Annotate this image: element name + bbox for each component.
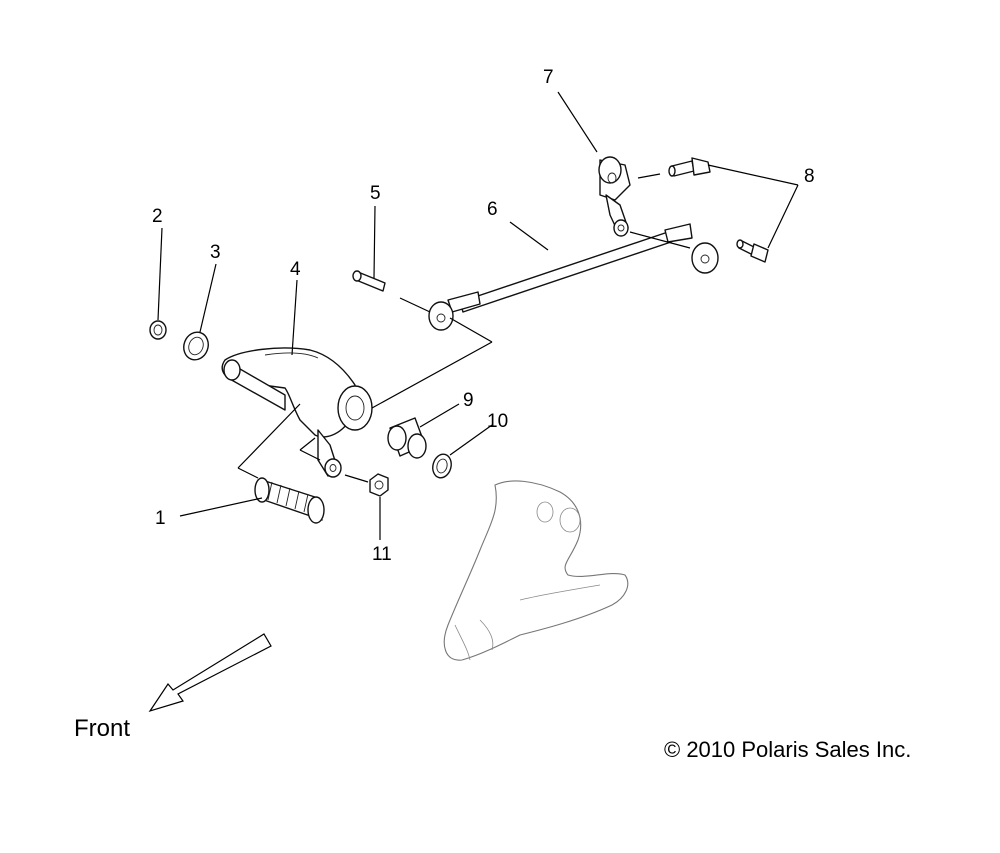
frame-bracket-reference [443, 480, 629, 661]
shift-arm-part [598, 156, 631, 237]
callout-1: 1 [155, 508, 166, 529]
copyright-text: © 2010 Polaris Sales Inc. [664, 737, 911, 762]
washer-lower-part [432, 453, 452, 479]
callout-9: 9 [463, 390, 474, 411]
linkage-rod-part [428, 223, 719, 331]
shift-lever-part [221, 347, 373, 478]
leader-lines [157, 91, 799, 540]
flange-bolt-lower-part [736, 239, 769, 263]
callout-3: 3 [210, 242, 221, 263]
callout-labels: 1 2 3 4 5 6 7 8 9 10 11 [152, 67, 815, 565]
callout-4: 4 [290, 259, 301, 280]
washer-part [183, 331, 209, 361]
bushing-part [387, 417, 427, 459]
pin-bolt-part [352, 270, 386, 292]
callout-2: 2 [152, 206, 163, 227]
callout-8: 8 [804, 166, 815, 187]
callout-6: 6 [487, 199, 498, 220]
callout-10: 10 [487, 411, 508, 432]
footpeg-part [254, 477, 325, 524]
front-arrow-icon [148, 633, 272, 713]
callout-7: 7 [543, 67, 554, 88]
nut-part [369, 473, 389, 497]
front-label: Front [74, 715, 130, 742]
callout-5: 5 [370, 183, 381, 204]
callout-11: 11 [372, 544, 392, 565]
assembly-lines [237, 173, 691, 483]
flange-bolt-upper-part [668, 157, 711, 177]
circlip-part [149, 320, 167, 340]
